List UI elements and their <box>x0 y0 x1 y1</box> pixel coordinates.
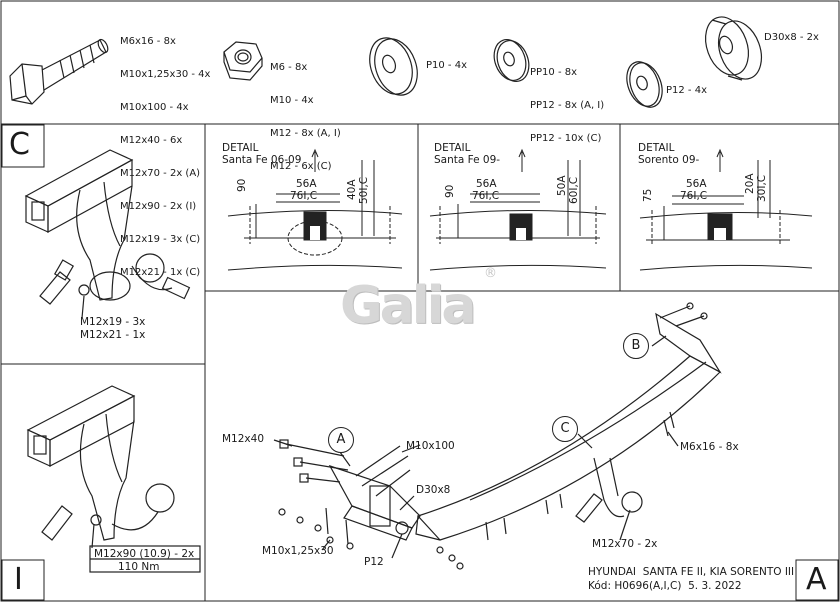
detail-width-c: 76I,C <box>472 190 500 202</box>
label-m12x70: M12x70 - 2x <box>592 538 658 550</box>
bolt-item: M10x100 - 4x <box>120 102 189 113</box>
washer-pp-list: PP10 - 8x PP12 - 8x (A, I) PP12 - 10x (C… <box>530 45 604 155</box>
detail-side-c: 30I,C <box>756 174 768 202</box>
washer-p12-icon <box>626 61 663 108</box>
registered-mark: ® <box>484 266 497 281</box>
detail-model: Santa Fe 09- <box>434 154 501 166</box>
main-assembly-drawing <box>273 302 722 570</box>
washer-p10-label: P10 - 4x <box>426 60 468 71</box>
washer-p10-icon <box>369 37 418 96</box>
detail-3-drawing <box>639 148 813 271</box>
bolt-item: M6x16 - 8x <box>120 36 176 47</box>
nut-item: M12 - 6x (C) <box>270 161 332 172</box>
detail-title: DETAIL <box>434 142 471 154</box>
nuts-washers-lower <box>278 507 464 570</box>
callout-a: A <box>328 427 354 453</box>
nut-icon <box>223 41 263 81</box>
label-d30x8: D30x8 <box>416 484 451 496</box>
panel-i-letter-box <box>1 559 45 601</box>
panel-i-label: 110 Nm <box>118 561 160 573</box>
callout-c: C <box>552 416 578 442</box>
spacer-label: D30x8 - 2x <box>764 32 819 43</box>
detail-height: 90 <box>444 184 456 198</box>
main-crossbeam <box>416 355 722 541</box>
nut-item: M6 - 8x <box>270 62 308 73</box>
panel-i-letter: I <box>14 562 23 597</box>
label-m12x40: M12x40 <box>222 433 264 445</box>
bolt-item: M10x1,25x30 - 4x <box>120 69 211 80</box>
washer-p12-label: P12 - 4x <box>666 85 708 96</box>
detail-section-drawings <box>227 148 813 271</box>
bolt-list: M6x16 - 8x M10x1,25x30 - 4x M10x100 - 4x… <box>120 14 210 289</box>
detail-width-a: 56A <box>296 178 317 190</box>
detail-side-a: 20A <box>744 173 756 194</box>
bolt-item: M12x21 - 1x (C) <box>120 267 201 278</box>
nut-item: M12 - 8x (A, I) <box>270 128 341 139</box>
bolt-item: M12x90 - 2x (I) <box>120 201 197 212</box>
detail-width-a: 56A <box>686 178 707 190</box>
callout-b: B <box>623 333 649 359</box>
panel-i-towbar-drawing <box>26 385 201 573</box>
bolt-item: M12x19 - 3x (C) <box>120 234 201 245</box>
drawing-code: Kód: H0696(A,I,C) 5. 3. 2022 <box>588 580 742 592</box>
bolt-icon <box>9 38 109 105</box>
panel-c-towbar-drawing <box>24 149 191 319</box>
panel-c-letter: C <box>9 127 30 162</box>
detail-side-c: 50I,C <box>358 176 370 204</box>
detail-side-c: 60I,C <box>568 176 580 204</box>
spacer-icon <box>704 16 763 81</box>
label-m10x100: M10x100 <box>406 440 455 452</box>
detail-side-a: 40A <box>346 179 358 200</box>
detail-title: DETAIL <box>638 142 675 154</box>
detail-height: 90 <box>236 178 248 192</box>
detail-1-drawing <box>227 148 403 271</box>
detail-height: 75 <box>642 188 654 202</box>
panel-a-letter: A <box>806 562 827 597</box>
detail-model: Santa Fe 06-09 <box>222 154 302 166</box>
label-m6x16: M6x16 - 8x <box>680 441 739 453</box>
bolt-item: M12x70 - 2x (A) <box>120 168 201 179</box>
label-m10x125x30: M10x1,25x30 <box>262 545 334 557</box>
washer-pp-item: PP12 - 8x (A, I) <box>530 100 605 111</box>
bolts-m6x16 <box>485 411 675 541</box>
vehicle-title: HYUNDAI SANTA FE II, KIA SORENTO III <box>588 566 795 578</box>
bolts-m12x40 <box>279 439 349 483</box>
panel-c-letter-box <box>1 124 45 168</box>
nut-item: M10 - 4x <box>270 95 314 106</box>
panel-i-label: M12x90 (10.9) - 2x <box>94 548 195 560</box>
washer-pp-item: PP12 - 10x (C) <box>530 133 602 144</box>
bolts-m10x100 <box>355 445 411 497</box>
detail-side-a: 50A <box>556 175 568 196</box>
nut-list: M6 - 8x M10 - 4x M12 - 8x (A, I) M12 - 6… <box>270 40 341 183</box>
bolt-item: M12x40 - 6x <box>120 135 183 146</box>
galia-logo: Galia <box>340 276 477 336</box>
detail-2-drawing <box>429 148 607 271</box>
washer-pp-item: PP10 - 8x <box>530 67 578 78</box>
detail-width-a: 56A <box>476 178 497 190</box>
washer-pp-icon <box>493 39 530 82</box>
detail-width-c: 76I,C <box>290 190 318 202</box>
detail-width-c: 76I,C <box>680 190 708 202</box>
panel-c-label: M12x21 - 1x <box>80 329 146 341</box>
label-p12: P12 <box>364 556 384 568</box>
panel-c-label: M12x19 - 3x <box>80 316 146 328</box>
detail-title: DETAIL <box>222 142 259 154</box>
panel-a-letter-box <box>795 559 839 601</box>
detail-model: Sorento 09- <box>638 154 700 166</box>
